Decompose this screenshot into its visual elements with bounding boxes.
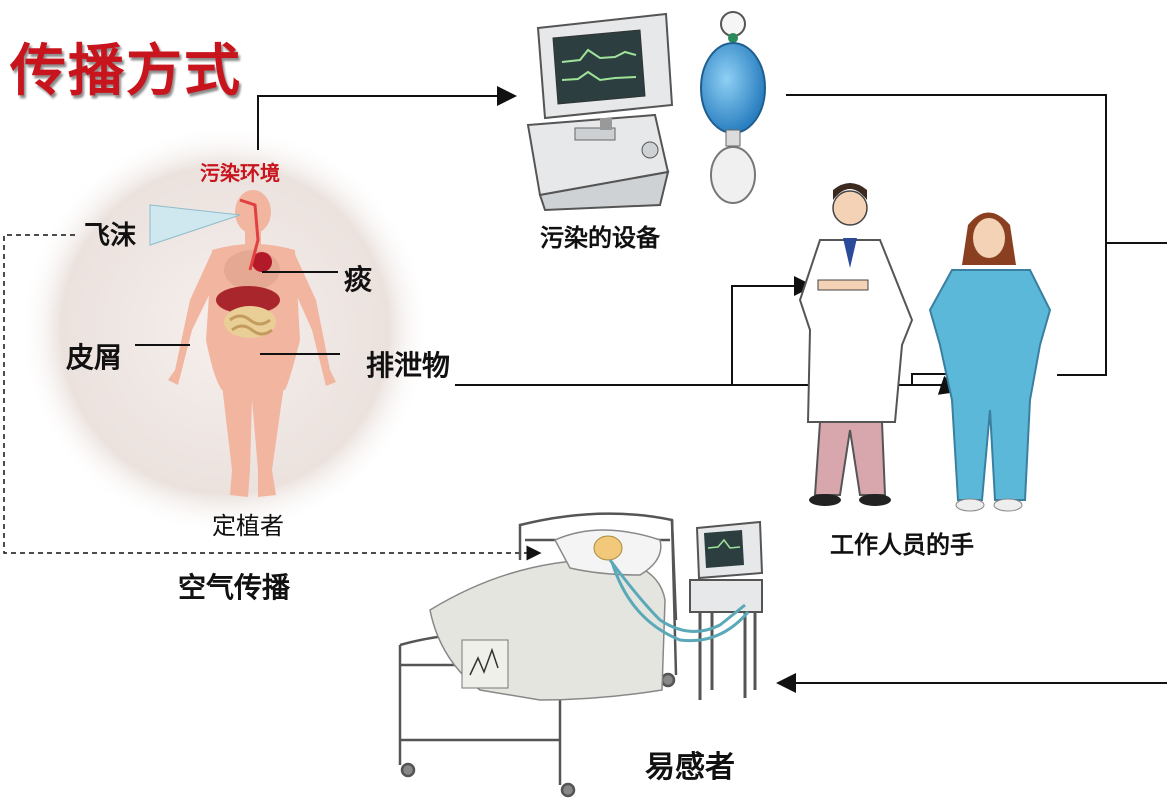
bed-blanket [429, 529, 666, 701]
ventilator-machine [526, 12, 674, 212]
colonizer-label: 定植者 [212, 512, 284, 540]
airborne-dashed-line [3, 234, 542, 561]
sputum-label: 痰 [344, 263, 373, 296]
droplets-label: 飞沫 [84, 221, 137, 251]
staff-hands-label: 工作人员的手 [830, 531, 974, 559]
droplet-spray-cone [149, 204, 241, 246]
human-body-illustration [168, 190, 336, 497]
contaminated-environment-label: 污染环境 [200, 161, 280, 185]
leader-lines [135, 271, 340, 355]
resuscitation-bag [700, 11, 766, 204]
bedside-monitor [608, 520, 764, 700]
doctor-illustration [798, 183, 914, 506]
page-title: 传播方式 [10, 38, 242, 104]
skin-dander-label: 皮屑 [66, 341, 123, 374]
susceptible-host-label: 易感者 [645, 750, 735, 785]
nurse-illustration [928, 212, 1052, 512]
contaminated-equipment-label: 污染的设备 [540, 224, 660, 252]
excreta-label: 排泄物 [366, 349, 451, 382]
airborne-transmission-label: 空气传播 [178, 571, 291, 604]
